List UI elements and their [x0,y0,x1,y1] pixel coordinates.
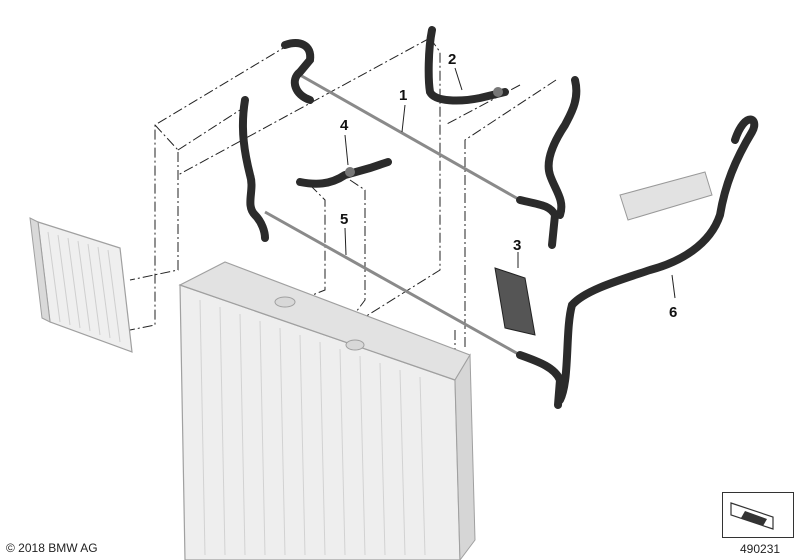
bracket-part-3 [494,267,536,336]
coolant-line-part-1 [281,39,581,249]
hose-part-6 [556,115,759,404]
callout-6: 6 [669,304,678,321]
callout-3: 3 [513,237,522,254]
main-radiator [178,261,476,560]
callout-5: 5 [340,211,349,228]
coolant-line-part-5 [238,96,565,409]
hose-part-4 [296,158,392,188]
leader-lines [344,67,676,299]
copyright-text: © 2018 BMW AG [6,541,98,555]
callout-4: 4 [340,117,349,134]
direction-reference-box [722,492,794,538]
direction-arrow-icon [730,502,774,530]
callout-1: 1 [399,87,408,104]
hose-part-2 [424,26,509,105]
image-number: 490231 [740,542,781,556]
auxiliary-radiator [29,217,133,353]
callout-2: 2 [448,51,457,68]
